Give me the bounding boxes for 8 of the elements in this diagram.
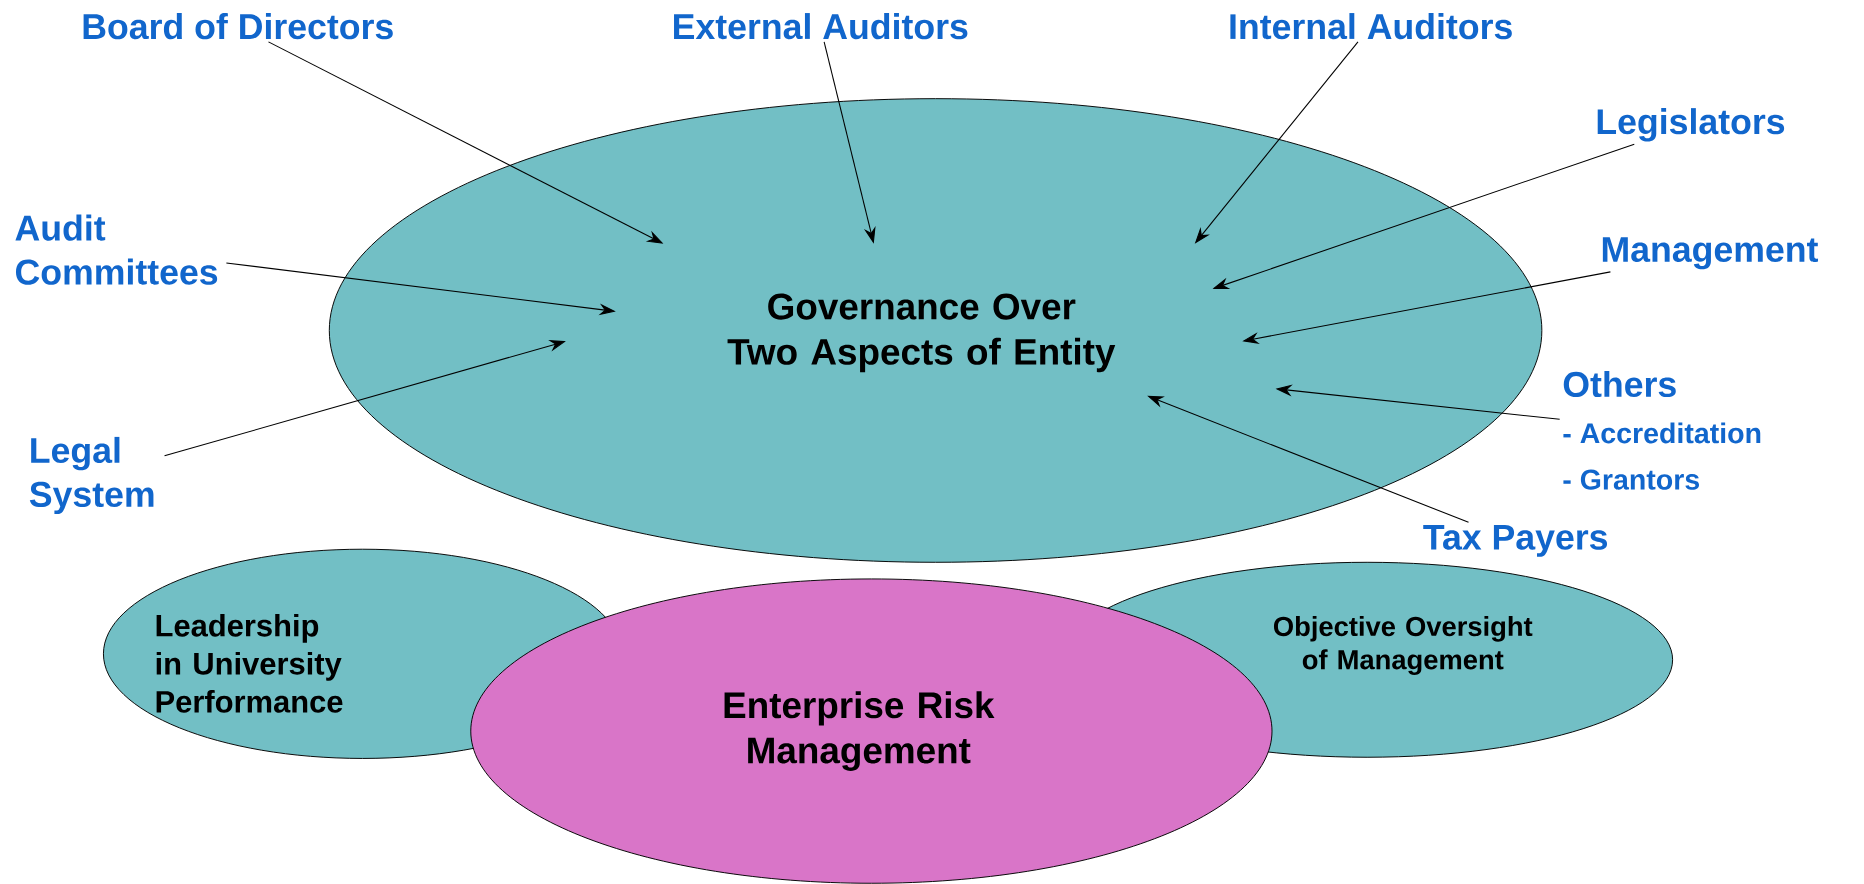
label: Management (1602, 236, 1818, 270)
label: Legal System (29, 436, 154, 514)
label: Internal Auditors (1230, 12, 1512, 40)
label: Legislators (1597, 107, 1785, 142)
label: Others - Accreditation - Grantors (1563, 370, 1761, 490)
label: External Auditors (674, 12, 968, 40)
label: Audit Committees (15, 214, 218, 285)
label: Board of Directors (83, 12, 393, 40)
